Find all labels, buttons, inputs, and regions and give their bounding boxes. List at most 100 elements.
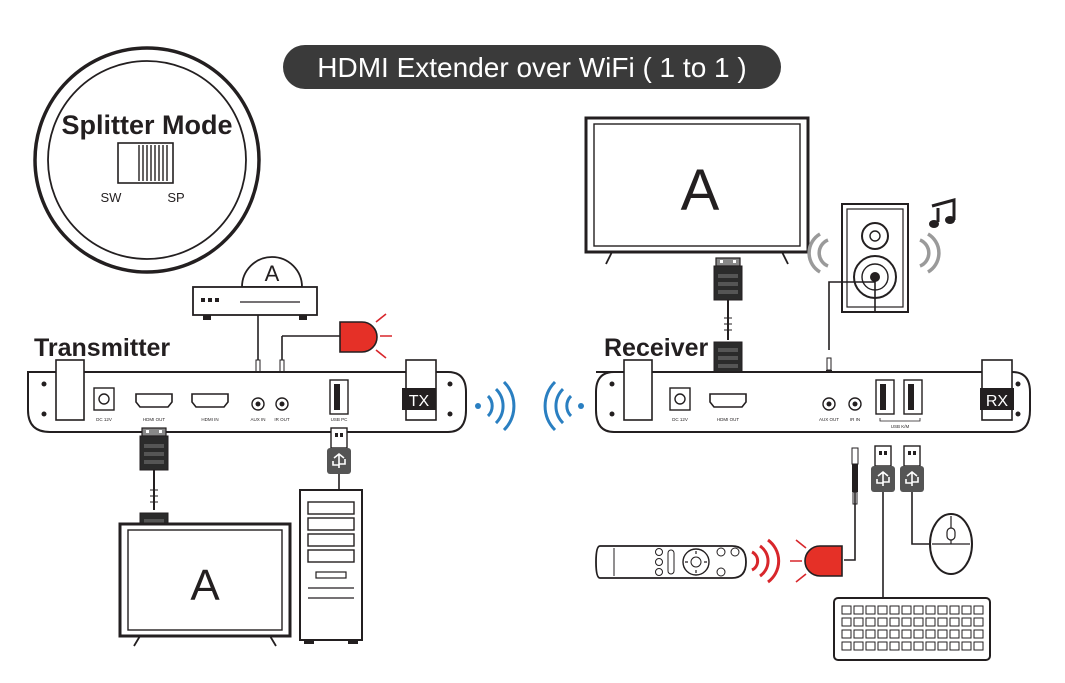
transmitter-unit: Transmitter TX DC 12V HDMI OUT HDMI IN A… [27,334,467,433]
keyboard-key [913,617,924,627]
keyboard-key [889,641,900,651]
keyboard-key [925,617,936,627]
rx-port-aux-out: AUX OUT [819,397,839,422]
keyboard-key [973,605,984,615]
keyboard-key [877,605,888,615]
ir-receiver-rx [790,539,843,583]
tx-port-aux-in: AUX IN [250,397,266,422]
receiver-unit: Receiver RX DC 12V HDMI OUT AUX OUT IR I… [595,334,1031,433]
source-player: A [192,256,318,320]
keyboard-key [841,617,852,627]
keyboard-key [913,605,924,615]
keyboard-key [889,617,900,627]
keyboard-key [925,629,936,639]
keyboard-key [937,605,948,615]
keyboard-key [901,641,912,651]
keyboard-key [841,629,852,639]
rx-port-dc: DC 12V [669,387,691,422]
transmitter-label: Transmitter [34,334,170,362]
keyboard-key [949,641,960,651]
tx-port-usb-pc: USB PC [329,379,349,422]
rx-port-usb-km: USB K/M [875,379,923,429]
keyboard-key [913,629,924,639]
remote-control [595,545,747,579]
tx-badge [402,388,436,410]
keyboard-key [865,629,876,639]
keyboard-key [973,617,984,627]
rx-port-ir-in: IR IN [848,397,862,422]
keyboard-key [889,605,900,615]
keyboard-key [877,629,888,639]
keyboard-key [853,641,864,651]
keyboard-key [877,617,888,627]
keyboard-key [841,605,852,615]
receiver-label: Receiver [604,334,709,362]
pc-tower [299,489,363,644]
music-note-icon [929,198,956,228]
keyboard-key [961,641,972,651]
keyboard-key [925,641,936,651]
rx-port-hdmi-out: HDMI OUT [709,393,747,422]
svg-text:DC 12V: DC 12V [96,417,112,422]
tx-tv-letter: A [190,561,220,610]
keyboard [833,597,991,661]
svg-text:IR IN: IR IN [850,417,860,422]
rx-television: A [584,116,810,265]
keyboard-key [973,629,984,639]
keyboard-key [961,605,972,615]
ir-waves [751,538,781,584]
svg-text:USB K/M: USB K/M [891,424,910,429]
keyboard-key [853,617,864,627]
keyboard-key [937,629,948,639]
rx-badge-text: RX [986,393,1009,410]
keyboard-key [937,641,948,651]
tx-port-dc: DC 12V [93,387,115,422]
keyboard-key [877,641,888,651]
mode-sp-label: SP [167,190,184,205]
tx-port-hdmi-out: HDMI OUT [135,393,173,422]
speaker [807,203,941,313]
svg-text:AUX IN: AUX IN [250,417,265,422]
keyboard-key [841,641,852,651]
tx-port-ir-out: IR OUT [274,397,290,422]
keyboard-key [925,605,936,615]
keyboard-key [961,617,972,627]
mode-sw-label: SW [101,190,123,205]
keyboard-key [901,629,912,639]
keyboard-key [949,605,960,615]
keyboard-key [901,617,912,627]
mode-switch[interactable] [117,142,174,184]
wifi-signal-tx [475,380,516,432]
svg-text:AUX OUT: AUX OUT [819,417,839,422]
splitter-mode-panel: Splitter Mode SW SP [33,46,261,274]
keyboard-key [961,629,972,639]
keyboard-key [853,629,864,639]
svg-text:HDMI IN: HDMI IN [201,417,218,422]
source-disc-letter: A [265,261,280,286]
splitter-mode-title: Splitter Mode [61,110,232,140]
title-banner: HDMI Extender over WiFi ( 1 to 1 ) [283,45,781,89]
keyboard-key [949,617,960,627]
svg-text:HDMI OUT: HDMI OUT [717,417,739,422]
rx-tv-letter: A [681,158,720,223]
page-title: HDMI Extender over WiFi ( 1 to 1 ) [317,52,746,83]
keyboard-key [973,641,984,651]
keyboard-key [853,605,864,615]
keyboard-key [865,617,876,627]
tx-badge-text: TX [409,393,430,410]
keyboard-key [901,605,912,615]
keyboard-key [937,617,948,627]
svg-text:HDMI OUT: HDMI OUT [143,417,165,422]
tx-port-hdmi-in: HDMI IN [191,393,229,422]
keyboard-key [913,641,924,651]
wifi-signal-rx [543,380,584,432]
svg-text:DC 12V: DC 12V [672,417,688,422]
keyboard-key [949,629,960,639]
keyboard-key [865,641,876,651]
rx-badge [980,388,1014,410]
mouse [929,513,974,575]
ir-blaster-tx [281,313,392,360]
tx-television: A [118,522,292,647]
svg-text:USB PC: USB PC [331,417,349,422]
